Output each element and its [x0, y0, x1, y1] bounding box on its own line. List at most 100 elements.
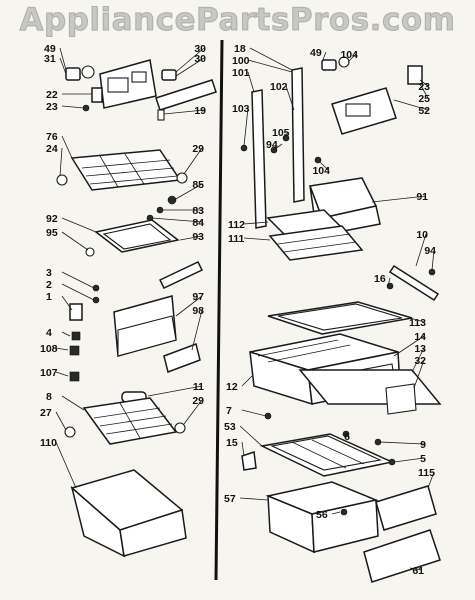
leader-line: [59, 57, 67, 75]
part-108-part: [69, 345, 80, 356]
bin-front-98-part: [163, 343, 201, 373]
part-number-label: 9: [420, 439, 426, 451]
part-number-label: 94: [424, 245, 436, 257]
light-socket-part: [65, 65, 95, 81]
part-number-label: 91: [416, 191, 428, 203]
leader-line: [321, 51, 327, 63]
leader-line: [173, 183, 203, 201]
leader-line: [241, 441, 245, 457]
part-number-label: 115: [418, 467, 435, 479]
part-number-label: 27: [40, 407, 52, 419]
screw-6-part: [342, 430, 350, 438]
leader-line: [239, 425, 263, 447]
leader-line: [239, 497, 269, 501]
leader-line: [411, 347, 425, 373]
screw-16-part: [386, 282, 394, 290]
part-number-label: 53: [224, 421, 236, 433]
leader-line: [371, 195, 427, 203]
leader-line: [55, 411, 67, 431]
shelf-111-part: [268, 225, 364, 261]
part-number-label: 19: [194, 105, 206, 117]
cover-19-part: [155, 79, 217, 121]
part-number-label: 104: [312, 165, 330, 177]
part-number-label: 24: [46, 143, 58, 155]
drawer-front-115-part: [375, 485, 437, 531]
leader-line: [347, 53, 357, 63]
part-number-label: 110: [40, 437, 57, 449]
part-number-label: 14: [414, 331, 426, 343]
leader-line: [175, 295, 203, 317]
leader-line: [55, 441, 77, 489]
leader-line: [249, 47, 293, 71]
part-number-label: 113: [409, 317, 426, 329]
part-number-label: 15: [226, 437, 238, 449]
part-number-label: 6: [344, 431, 350, 443]
leader-line: [379, 441, 425, 445]
wire-shelf-8-part: [82, 397, 178, 445]
leader-line: [175, 57, 205, 77]
part-number-label: 102: [270, 81, 288, 93]
thermostat-23-part: [407, 65, 423, 85]
leader-line: [61, 217, 97, 233]
leader-line: [241, 375, 253, 387]
support-32-part: [385, 383, 417, 415]
drawer-front-61-part: [363, 529, 441, 583]
part-number-label: 61: [412, 565, 424, 577]
part-number-label: 25: [418, 93, 430, 105]
part-number-label: 5: [420, 453, 426, 465]
part-number-label: 83: [192, 205, 204, 217]
part-number-label: 112: [228, 219, 245, 231]
part-number-label: 56: [316, 509, 328, 521]
leader-line: [241, 409, 267, 417]
part-number-label: 18: [234, 43, 246, 55]
part-number-label: 108: [40, 343, 58, 355]
part-number-label: 12: [226, 381, 238, 393]
part-4-part: [71, 331, 81, 341]
screw-3-part: [92, 284, 100, 292]
part-number-label: 13: [414, 343, 426, 355]
part-number-label: 23: [46, 101, 58, 113]
part-number-label: 57: [224, 493, 236, 505]
part-number-label: 97: [192, 291, 204, 303]
leader-line: [191, 309, 203, 351]
wire-shelf-76-part: [70, 149, 182, 191]
part-number-label: 111: [228, 233, 245, 245]
dairy-bin-97-part: [113, 295, 177, 357]
freezer-basket-110-part: [70, 469, 187, 558]
part-number-label: 104: [340, 49, 358, 61]
leader-line: [61, 271, 95, 289]
bracket-1-part: [69, 303, 83, 321]
support-27-part: [64, 426, 76, 438]
part-number-label: 49: [310, 47, 322, 59]
support-29b-part: [174, 422, 186, 434]
leader-line: [151, 217, 203, 223]
leader-line: [59, 47, 67, 71]
part-number-label: 76: [46, 131, 58, 143]
screw-56-part: [340, 508, 348, 516]
part-number-label: 29: [192, 143, 204, 155]
part-number-label: 16: [374, 273, 386, 285]
part-number-label: 8: [46, 391, 52, 403]
leader-line: [61, 135, 73, 159]
shelf-rail-101-part: [251, 89, 267, 229]
section-divider: [214, 39, 224, 581]
glass-shelf-113-part: [267, 301, 413, 335]
part-number-label: 49: [44, 43, 56, 55]
leader-line: [61, 395, 85, 411]
leader-line: [247, 71, 255, 93]
part-number-label: 101: [232, 67, 250, 79]
bracket-22-part: [91, 87, 103, 103]
part-number-label: 23: [418, 81, 430, 93]
leader-line: [61, 283, 95, 301]
part-number-label: 30: [194, 43, 206, 55]
leader-line: [243, 221, 269, 225]
leader-line: [183, 147, 203, 175]
part-number-label: 107: [40, 367, 58, 379]
leader-line: [393, 457, 425, 463]
watermark: AppliancePartsPros.com: [19, 2, 456, 39]
leader-line: [419, 83, 429, 99]
part-number-label: 32: [414, 355, 426, 367]
leader-line: [175, 47, 205, 73]
